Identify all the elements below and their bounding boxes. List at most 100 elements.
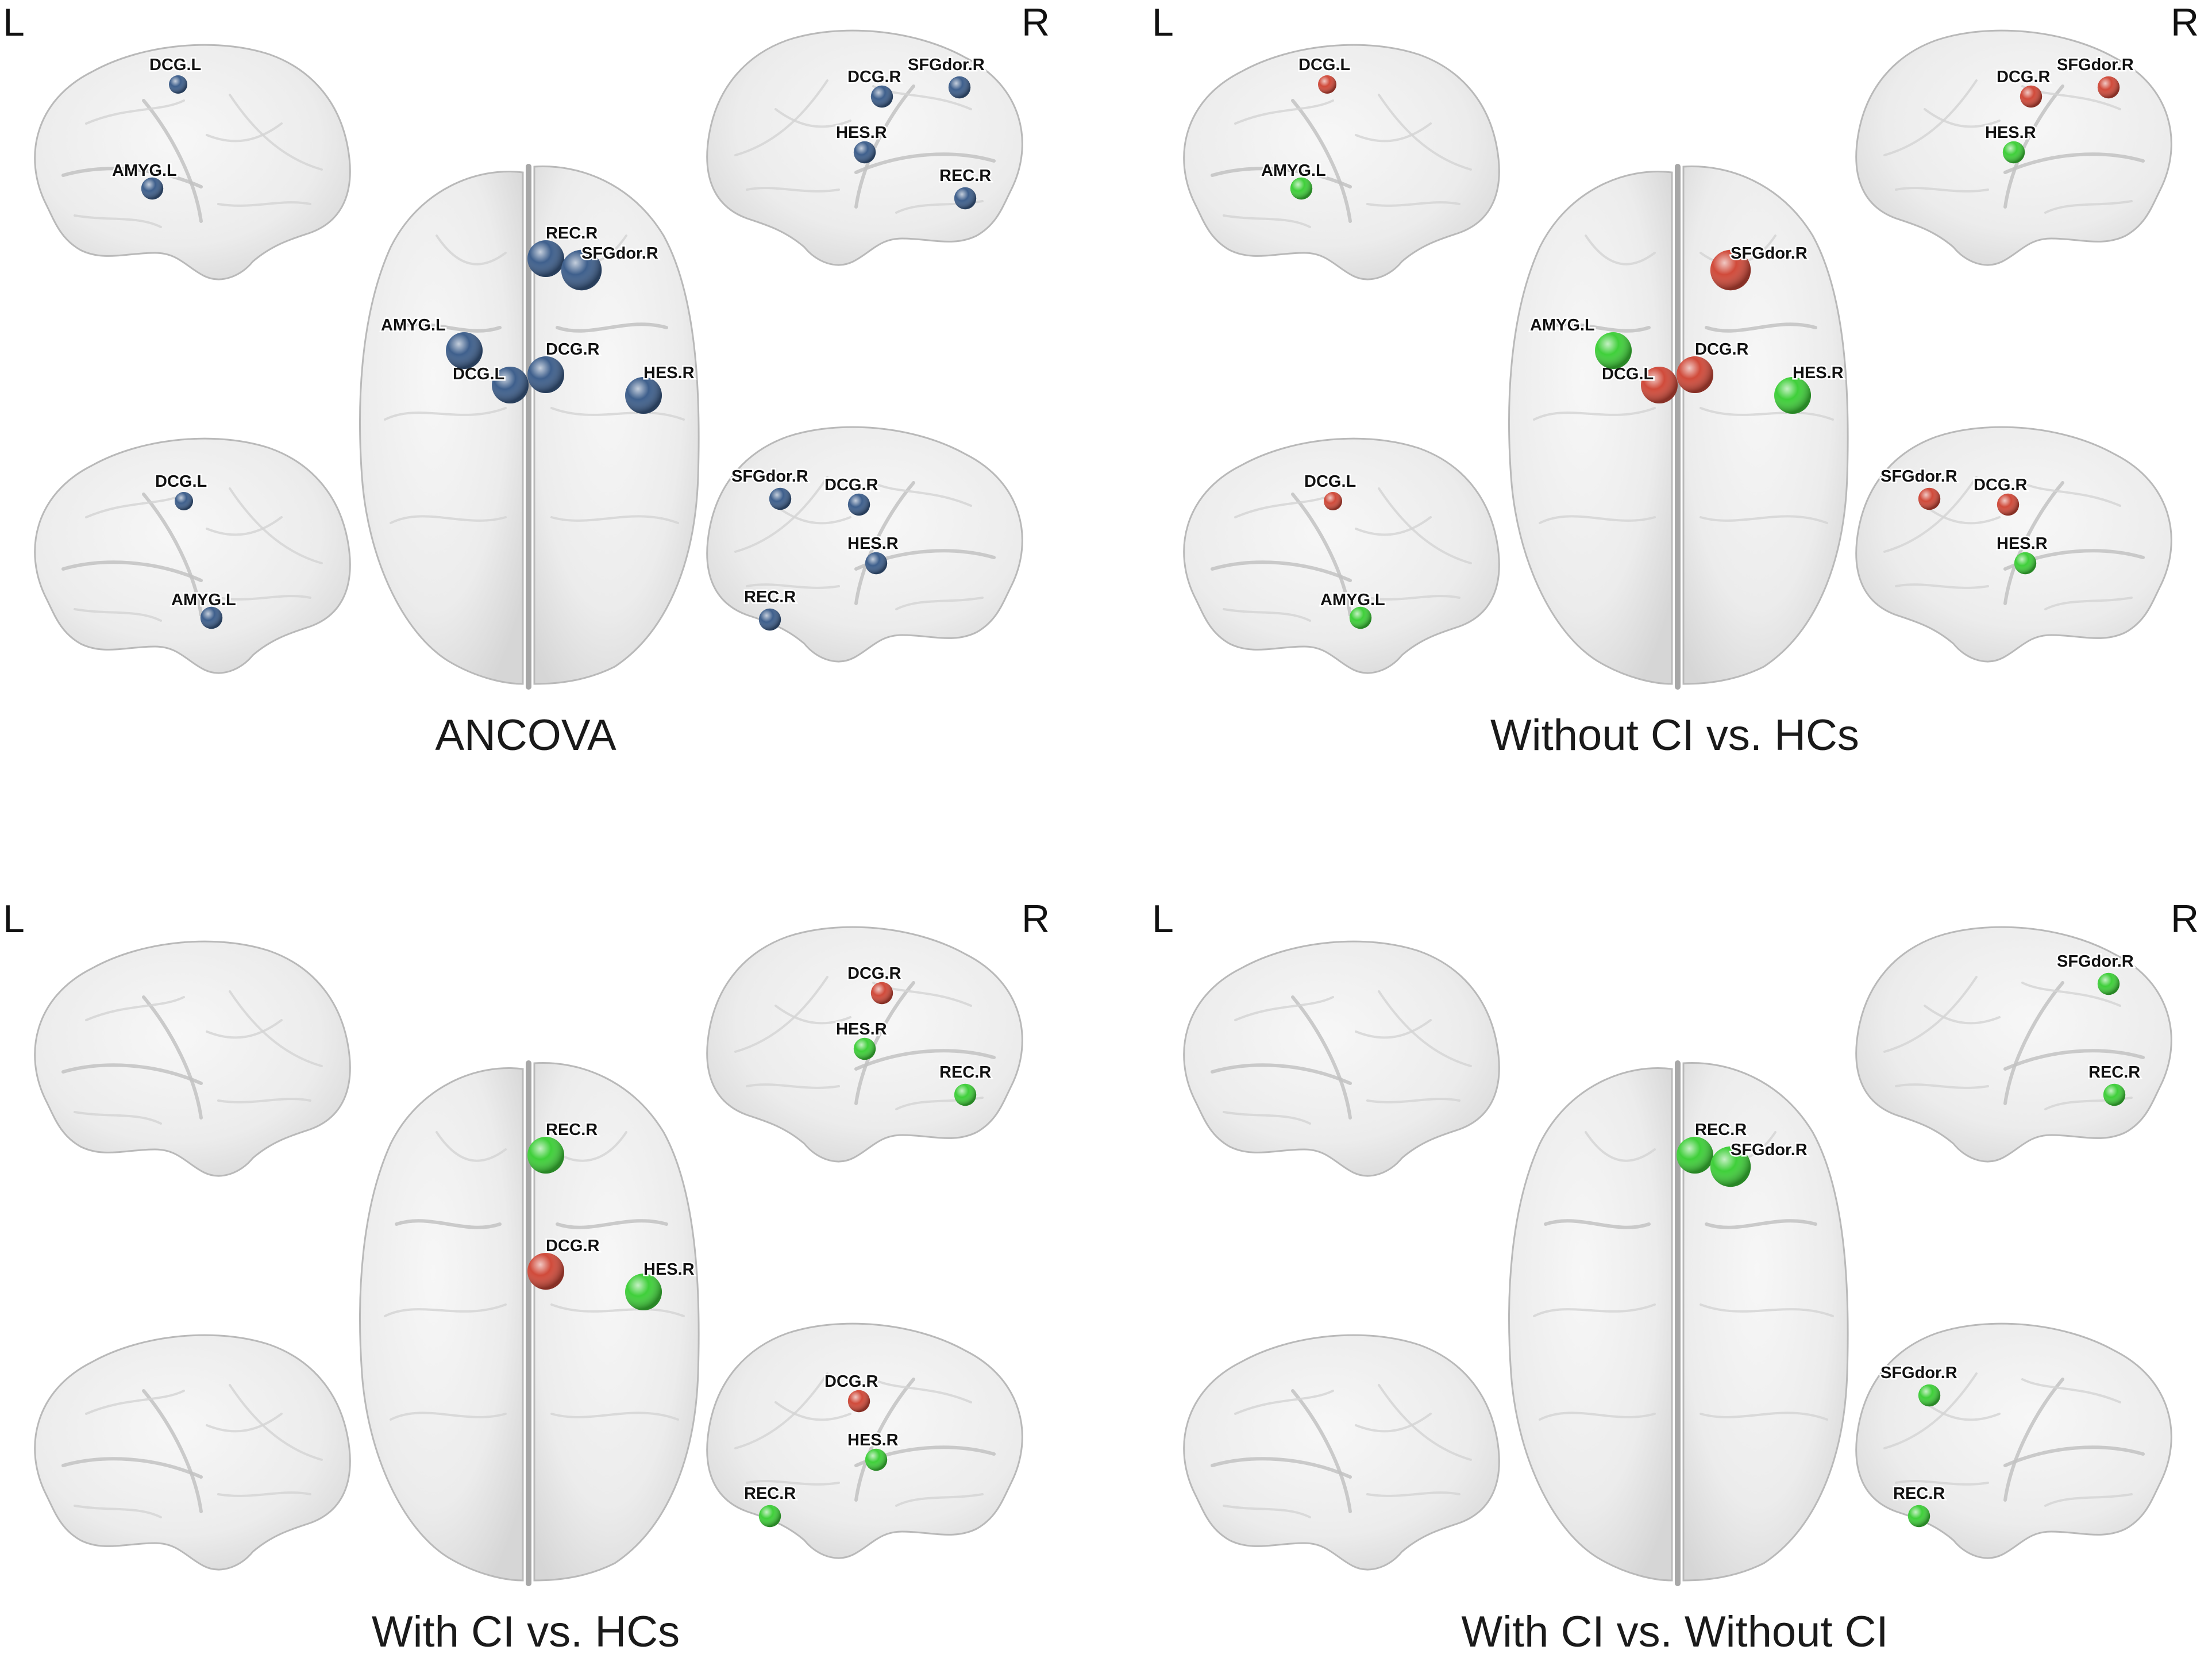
node-shine: [847, 1390, 870, 1413]
node-shine: [853, 1037, 876, 1060]
node-shine: [758, 608, 781, 631]
node-shine: [527, 240, 564, 277]
node-label-rec-r: REC.R: [546, 1121, 598, 1139]
node-shine: [200, 606, 223, 629]
node-shine: [870, 85, 893, 108]
node-label-sfgdor-r: SFGdor.R: [2057, 952, 2134, 971]
node-label-dcg-r: DCG.R: [824, 476, 878, 494]
node-shine: [2014, 552, 2037, 575]
node-label-sfgdor-r: SFGdor.R: [581, 244, 658, 263]
node-label-rec-r: REC.R: [939, 1063, 991, 1082]
brain-axial: [360, 1063, 699, 1583]
node-label-dcg-r: DCG.R: [1997, 68, 2051, 86]
node-shine: [1324, 492, 1342, 510]
node-shine: [1918, 1384, 1941, 1407]
node-shine: [2002, 141, 2025, 164]
node-shine: [169, 75, 187, 94]
node-label-rec-r: REC.R: [1695, 1121, 1747, 1139]
node-shine: [2020, 85, 2043, 108]
panel-title: Without CI vs. HCs: [1490, 711, 1859, 760]
node-label-hes-r: HES.R: [1793, 364, 1844, 382]
node-shine: [847, 493, 870, 516]
brain-left-medial: [35, 1335, 350, 1570]
brain-left-lateral: [1184, 45, 1500, 279]
node-shine: [1318, 75, 1336, 94]
node-label-rec-r: REC.R: [744, 1484, 796, 1503]
node-shine: [1677, 356, 1713, 393]
node-shine: [1997, 493, 2020, 516]
right-side-label: R: [1022, 1, 1050, 44]
node-shine: [1290, 177, 1313, 200]
node-shine: [175, 492, 193, 510]
node-shine: [446, 332, 483, 369]
node-label-sfgdor-r: SFGdor.R: [1731, 1141, 1808, 1159]
node-shine: [492, 367, 529, 403]
node-label-rec-r: REC.R: [744, 588, 796, 606]
node-label-dcg-l: DCG.L: [1298, 56, 1350, 74]
node-shine: [625, 1274, 662, 1310]
node-label-rec-r: REC.R: [546, 224, 598, 243]
node-shine: [2103, 1083, 2126, 1106]
brain-left-lateral: [35, 45, 350, 279]
node-label-sfgdor-r: SFGdor.R: [1880, 467, 1957, 486]
node-label-amyg-l: AMYG.L: [1530, 316, 1595, 334]
node-shine: [1595, 332, 1632, 369]
node-shine: [527, 1253, 564, 1290]
node-label-amyg-l: AMYG.L: [171, 591, 236, 609]
node-label-rec-r: REC.R: [1893, 1484, 1945, 1503]
node-shine: [1677, 1137, 1713, 1174]
node-label-sfgdor-r: SFGdor.R: [1731, 244, 1808, 263]
panel-title: With CI vs. Without CI: [1461, 1607, 1888, 1656]
node-label-hes-r: HES.R: [1997, 534, 2048, 553]
node-label-rec-r: REC.R: [939, 167, 991, 185]
right-side-label: R: [1022, 897, 1050, 941]
node-label-dcg-r: DCG.R: [1974, 476, 2028, 494]
node-shine: [853, 141, 876, 164]
brain-left-lateral: [35, 941, 350, 1176]
node-shine: [1907, 1505, 1930, 1528]
node-shine: [1710, 1146, 1751, 1187]
node-shine: [758, 1505, 781, 1528]
node-label-dcg-r: DCG.R: [847, 964, 901, 983]
node-shine: [527, 356, 564, 393]
node-label-dcg-r: DCG.R: [824, 1372, 878, 1391]
node-shine: [865, 552, 888, 575]
right-side-label: R: [2171, 897, 2199, 941]
node-label-hes-r: HES.R: [836, 124, 887, 142]
left-side-label: L: [3, 1, 25, 44]
node-label-hes-r: HES.R: [643, 364, 695, 382]
node-label-hes-r: HES.R: [836, 1020, 887, 1038]
node-label-amyg-l: AMYG.L: [381, 316, 446, 334]
node-shine: [954, 1083, 977, 1106]
node-shine: [1774, 377, 1811, 414]
brain-left-lateral: [1184, 941, 1500, 1176]
node-shine: [1641, 367, 1678, 403]
node-shine: [2097, 76, 2120, 99]
node-label-sfgdor-r: SFGdor.R: [2057, 56, 2134, 74]
node-shine: [625, 377, 662, 414]
node-shine: [1918, 487, 1941, 510]
node-shine: [865, 1448, 888, 1471]
node-shine: [870, 982, 893, 1005]
node-label-dcg-l: DCG.L: [149, 56, 201, 74]
node-label-dcg-l: DCG.L: [155, 472, 207, 491]
node-label-dcg-r: DCG.R: [1695, 340, 1749, 359]
panel-title: ANCOVA: [435, 711, 616, 760]
node-label-dcg-r: DCG.R: [847, 68, 901, 86]
node-label-hes-r: HES.R: [643, 1260, 695, 1279]
node-shine: [2097, 972, 2120, 995]
left-side-label: L: [1152, 1, 1174, 44]
node-label-hes-r: HES.R: [847, 1431, 899, 1449]
brain-right-medial: [1856, 1324, 2172, 1558]
node-label-rec-r: REC.R: [2088, 1063, 2140, 1082]
node-shine: [141, 177, 164, 200]
node-label-hes-r: HES.R: [847, 534, 899, 553]
left-side-label: L: [3, 897, 25, 941]
panel-title: With CI vs. HCs: [372, 1607, 680, 1656]
node-shine: [948, 76, 971, 99]
node-shine: [527, 1137, 564, 1174]
